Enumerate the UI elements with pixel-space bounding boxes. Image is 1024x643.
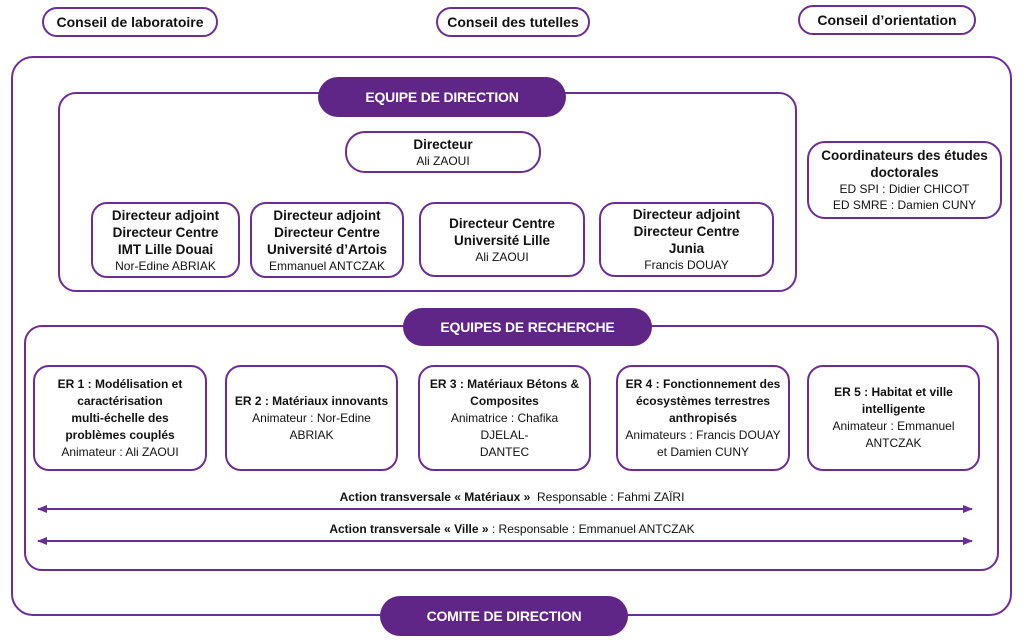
team-lead: Animateur : Emmanuel [832,419,955,433]
deputy-imt-box: Directeur adjoint Directeur Centre IMT L… [91,202,240,278]
director-box: Directeur Ali ZAOUI [345,131,541,173]
deputy-line: IMT Lille Douai [117,241,214,257]
council-tutelles: Conseil des tutelles [436,7,590,37]
team-lead: DANTEC [479,444,530,459]
director-lille-box: Directeur Centre Université Lille Ali ZA… [419,202,585,277]
deputy-line: Directeur adjoint [111,207,220,223]
doctoral-coordinators-box: Coordinateurs des études doctorales ED S… [807,141,1002,219]
team-title: ER 5 : Habitat et ville [834,385,953,399]
deputy-line: Directeur Centre [449,215,555,231]
team-title: Composites [470,393,539,408]
team-title: intelligente [861,402,926,416]
doctoral-title: doctorales [870,165,939,180]
team-er1-box: ER 1 : Modélisation et caractérisation m… [33,365,207,471]
deputy-line: Junia [668,241,705,256]
action-materiaux-lead: Responsable : Fahmi ZAÏRI [530,490,685,504]
action-materiaux-title: Action transversale « Matériaux » [339,490,531,504]
action-materiaux-label: Action transversale « Matériaux » Respon… [0,490,1024,504]
action-ville-label: Action transversale « Ville » : Responsa… [0,522,1024,536]
deputy-line: Directeur adjoint [273,207,381,223]
doctoral-title: Coordinateurs des études [821,148,988,163]
deputy-line: Directeur Centre [112,224,219,240]
team-title: caractérisation [77,393,163,408]
team-title: multi-échelle des [71,410,169,425]
team-er2-box: ER 2 : Matériaux innovants Animateur : N… [225,365,398,471]
action-ville-title: Action transversale « Ville » [329,522,489,536]
council-orientation: Conseil d’orientation [798,5,976,35]
deputy-name: Emmanuel ANTCZAK [268,258,386,273]
director-title: Directeur [413,136,473,152]
team-title: problèmes couplés [65,427,175,442]
team-title: ER 4 : Fonctionnement des [625,376,781,391]
team-title: ER 3 : Matériaux Bétons & [429,376,580,391]
doctoral-smre: ED SMRE : Damien CUNY [832,198,977,212]
deputy-junia-box: Directeur adjoint Directeur Centre Junia… [599,202,774,277]
team-title: ER 1 : Modélisation et [57,376,183,391]
deputy-line: Directeur Centre [274,224,380,240]
deputy-line: Université Lille [453,232,551,248]
team-er5-box: ER 5 : Habitat et ville intelligente Ani… [807,365,980,471]
team-lead: ANTCZAK [865,436,922,450]
team-lead: ABRIAK [289,427,334,442]
team-lead: Animateur : Ali ZAOUI [61,444,179,459]
deputy-artois-box: Directeur adjoint Directeur Centre Unive… [250,202,404,278]
deputy-name: Ali ZAOUI [475,249,529,264]
team-title: écosystèmes terrestres [635,393,771,408]
direction-banner: EQUIPE DE DIRECTION [318,77,566,117]
deputy-name: Nor-Edine ABRIAK [115,258,216,273]
team-lead: Animateur : Nor-Edine [252,410,371,425]
doctoral-spi: ED SPI : Didier CHICOT [839,182,970,196]
deputy-line: Directeur adjoint [632,207,741,222]
deputy-name: Francis DOUAY [644,258,729,272]
team-lead: et Damien CUNY [656,444,750,459]
director-name: Ali ZAOUI [416,153,470,168]
team-lead: Animatrice : Chafika DJELAL- [450,410,559,442]
team-title: ER 2 : Matériaux innovants [234,393,389,408]
action-ville-lead: : Responsable : Emmanuel ANTCZAK [488,522,695,536]
team-lead: Animateurs : Francis DOUAY [625,427,781,442]
committee-banner: COMITE DE DIRECTION [380,596,628,636]
council-laboratory: Conseil de laboratoire [42,7,218,37]
deputy-line: Directeur Centre [633,224,740,239]
team-er4-box: ER 4 : Fonctionnement des écosystèmes te… [616,365,790,471]
team-er3-box: ER 3 : Matériaux Bétons & Composites Ani… [418,365,591,471]
deputy-line: Université d’Artois [266,241,388,257]
team-title: anthropisés [668,410,737,425]
research-banner: EQUIPES DE RECHERCHE [403,308,652,346]
